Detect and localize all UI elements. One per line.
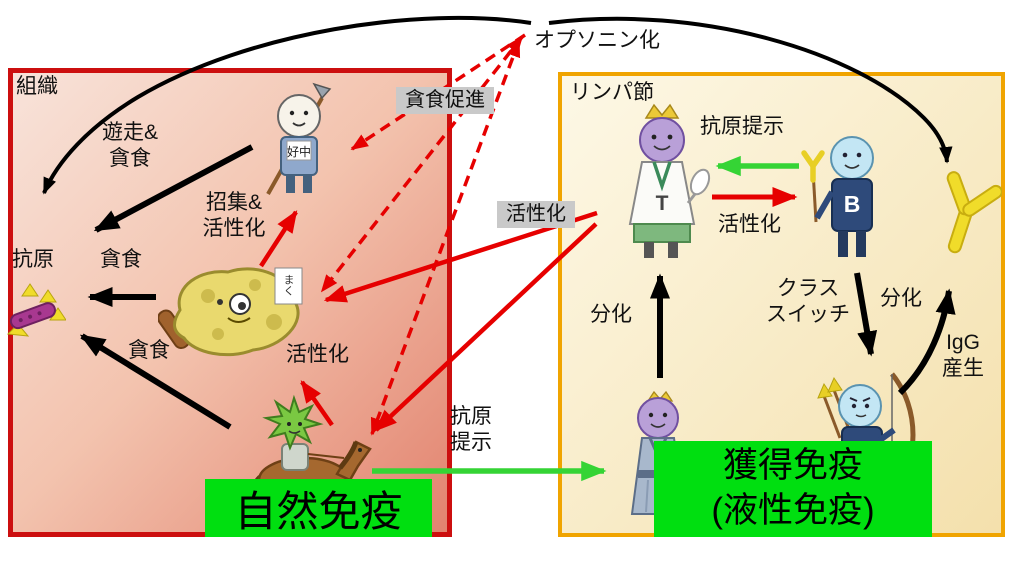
label-class-switch: クラス スイッチ — [766, 277, 850, 327]
label-antigen-presentation-innate: 抗原 提示 — [450, 405, 492, 455]
label-antigen: 抗原 — [12, 248, 54, 271]
macrophage-scroll-text: まく — [282, 274, 294, 296]
label-phagocytosis-2: 貪食 — [128, 339, 170, 362]
neutrophil-character: 好中 — [266, 82, 332, 195]
label-tissue: 組織 — [16, 75, 58, 98]
label-activation-center: 活性化 — [497, 201, 575, 228]
antibody-icon — [946, 171, 1002, 254]
label-antigen-presentation-tb: 抗原提示 — [700, 115, 784, 138]
crown-icon — [644, 103, 680, 119]
label-igg-production: IgG 産生 — [942, 331, 984, 381]
microbe-rod — [9, 302, 56, 330]
label-opsonization: オプソニン化 — [534, 29, 660, 52]
label-phagocytosis-1: 貪食 — [100, 248, 142, 271]
antibody-standard-icon — [801, 150, 825, 183]
b-cell-mark: B — [844, 191, 861, 217]
t-cell-mark: T — [656, 192, 669, 215]
label-differentiation-t: 分化 — [590, 303, 632, 326]
label-differentiation-b: 分化 — [880, 287, 922, 310]
label-activation-tb: 活性化 — [718, 213, 781, 236]
fan-icon — [689, 168, 711, 196]
label-lymph-node: リンパ節 — [570, 81, 654, 104]
label-activation-dc: 活性化 — [286, 343, 349, 366]
acquired-immunity-banner: 獲得免疫 (液性免疫) — [654, 441, 932, 537]
label-migration-phagocytosis: 遊走& 貪食 — [101, 121, 158, 171]
b-cell-character: B — [801, 136, 874, 257]
scroll-icon — [274, 267, 303, 305]
label-recruitment-activation: 招集& 活性化 — [202, 191, 266, 241]
antigen-particle — [6, 283, 66, 337]
neutrophil-tag: 好中 — [287, 144, 311, 159]
innate-immunity-banner: 自然免疫 — [205, 479, 432, 537]
dendritic-head — [262, 394, 324, 451]
label-phagocytosis-promotion: 貪食促進 — [396, 87, 494, 114]
